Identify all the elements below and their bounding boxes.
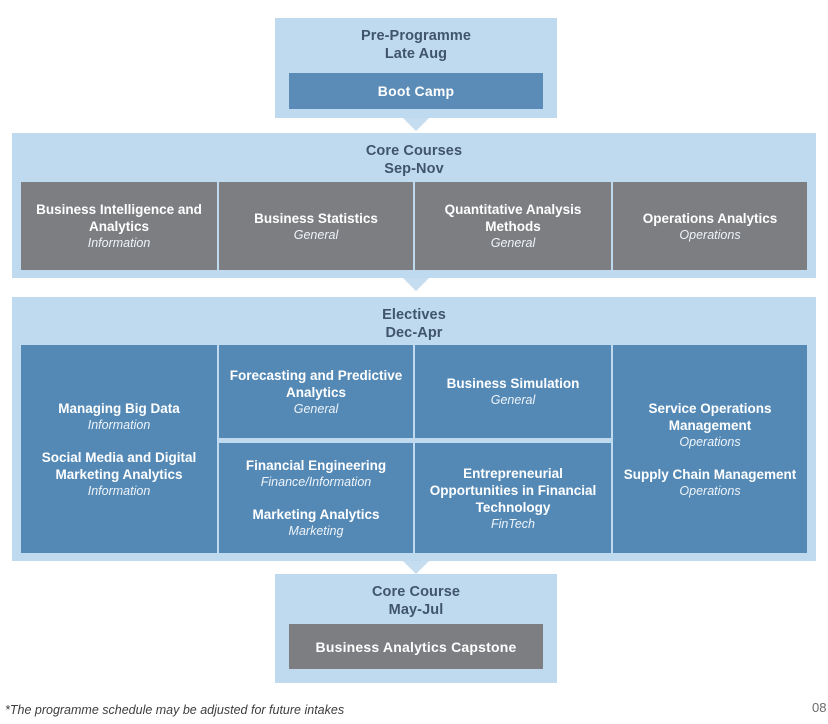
course-category: Finance/Information — [260, 475, 372, 489]
course-category: Operations — [679, 227, 741, 242]
course-business-analytics-capstone[interactable]: Business Analytics Capstone — [289, 624, 543, 669]
course-category: FinTech — [490, 516, 535, 531]
course-category: General — [490, 236, 536, 250]
course-title: Social Media and Digital Marketing Analy… — [41, 449, 197, 482]
course-title: Forecasting and Predictive Analytics — [229, 367, 403, 400]
course-category: General — [490, 393, 536, 407]
connector-arrow-3 — [403, 561, 429, 574]
stage-core-course-final-period: May-Jul — [388, 602, 444, 618]
course-tile[interactable]: Financial Engineering Finance/Informatio… — [219, 443, 413, 553]
course-title: Operations Analytics — [642, 210, 778, 226]
course-title: Marketing Analytics — [252, 507, 380, 522]
course-title: Financial Engineering — [245, 458, 387, 473]
course-category: Operations — [679, 434, 741, 449]
course-tile[interactable]: Business Intelligence and Analytics Info… — [21, 182, 217, 270]
stage-electives-period: Dec-Apr — [385, 325, 443, 341]
connector-arrow-2 — [403, 278, 429, 291]
course-category: General — [293, 227, 339, 242]
course-category: Marketing — [288, 524, 344, 538]
stage-pre-programme-heading: Pre-Programme Late Aug — [275, 18, 557, 63]
course-category: Information — [87, 483, 151, 498]
course-tile[interactable]: Business Simulation General — [415, 345, 611, 438]
course-tile[interactable]: Business Statistics General — [219, 182, 413, 270]
footnote: *The programme schedule may be adjusted … — [5, 703, 345, 717]
course-title: Quantitative Analysis Methods — [444, 202, 582, 234]
course-tile[interactable]: Quantitative Analysis Methods General — [415, 182, 611, 270]
course-category: General — [293, 401, 339, 416]
course-category: Information — [87, 236, 151, 250]
course-title: Business Intelligence and Analytics — [36, 202, 202, 234]
course-title: Business Statistics — [254, 210, 378, 226]
course-capstone-label: Business Analytics Capstone — [315, 638, 517, 655]
course-category: Operations — [679, 483, 741, 498]
course-title: Business Simulation — [446, 376, 580, 391]
course-title: Managing Big Data — [58, 400, 180, 416]
course-tile[interactable]: Managing Big Data Information Social Med… — [21, 345, 217, 553]
connector-arrow-1 — [403, 118, 429, 131]
course-boot-camp[interactable]: Boot Camp — [289, 73, 543, 109]
stage-pre-programme-period: Late Aug — [384, 46, 448, 62]
stage-core-courses-heading: Core Courses Sep-Nov — [12, 133, 816, 178]
stage-electives-heading: Electives Dec-Apr — [12, 297, 816, 342]
stage-core-course-final-title: Core Course — [371, 584, 461, 600]
course-tile[interactable]: Forecasting and Predictive Analytics Gen… — [219, 345, 413, 438]
stage-core-course-final-heading: Core Course May-Jul — [275, 574, 557, 619]
corner-page-mark: 08 — [812, 700, 827, 715]
course-title: Supply Chain Management — [623, 466, 797, 482]
stage-electives-title: Electives — [382, 307, 446, 323]
course-tile[interactable]: Service Operations Management Operations… — [613, 345, 807, 553]
stage-core-courses-period: Sep-Nov — [384, 161, 444, 177]
course-tile[interactable]: Entrepreneurial Opportunities in Financi… — [415, 443, 611, 553]
stage-core-courses-title: Core Courses — [365, 143, 463, 159]
course-title: Entrepreneurial Opportunities in Financi… — [429, 465, 597, 515]
course-category: Information — [87, 417, 151, 432]
course-tile[interactable]: Operations Analytics Operations — [613, 182, 807, 270]
course-title: Service Operations Management — [648, 400, 772, 433]
stage-pre-programme-title: Pre-Programme — [360, 28, 472, 44]
course-boot-camp-label: Boot Camp — [377, 83, 455, 99]
